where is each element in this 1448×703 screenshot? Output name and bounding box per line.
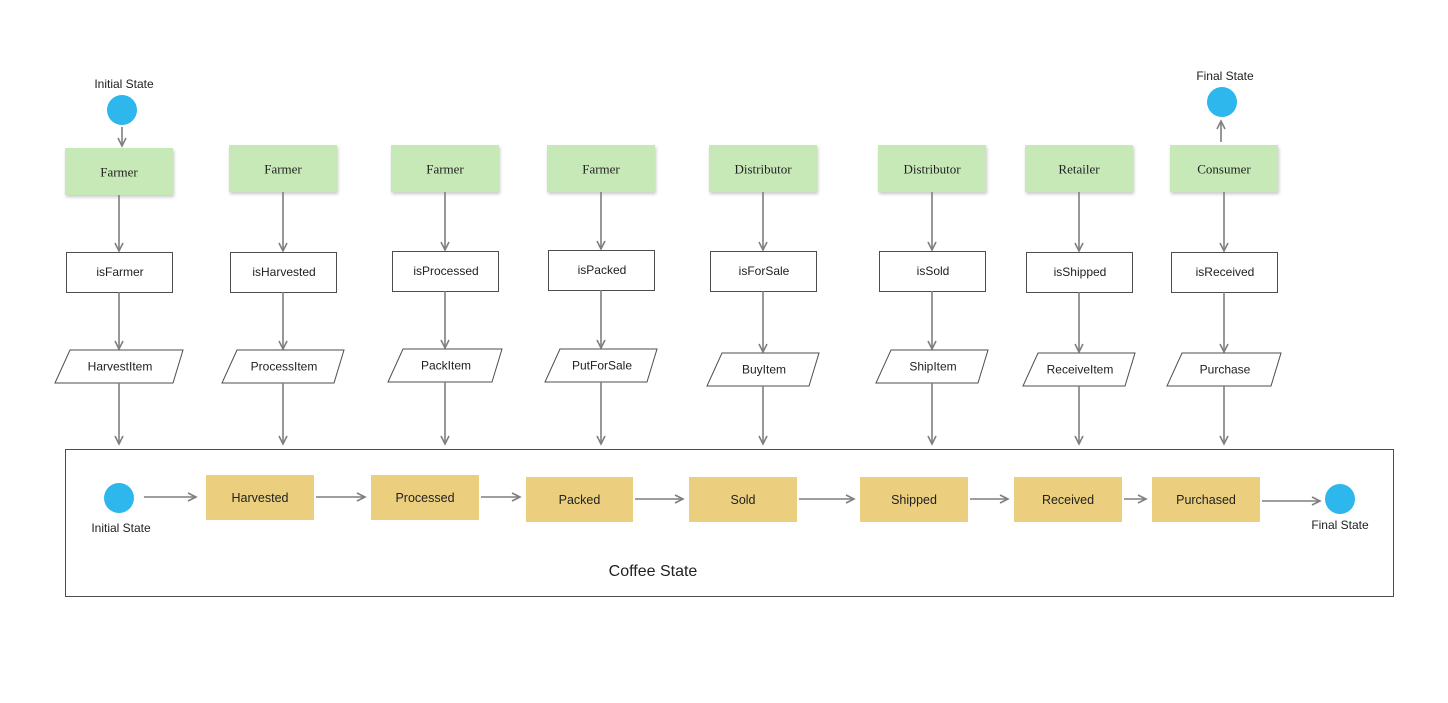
action-putforsale <box>544 348 658 383</box>
action-label: ReceiveItem <box>1047 363 1114 377</box>
check-label: isPacked <box>578 263 627 277</box>
role-label: Distributor <box>903 162 961 177</box>
check-box-isshipped <box>1026 252 1133 293</box>
state-box-packed <box>526 477 633 522</box>
top-final-state-node <box>1207 87 1237 117</box>
role-box-farmer <box>229 145 337 192</box>
action-shipitem <box>875 349 989 384</box>
check-box-isprocessed <box>392 251 499 292</box>
top-initial-state-node <box>107 95 137 125</box>
state-box-harvested <box>206 475 314 520</box>
check-box-ispacked <box>548 250 655 291</box>
state-label: Received <box>1042 493 1094 507</box>
check-label: isReceived <box>1196 265 1255 279</box>
check-label: isHarvested <box>252 265 315 279</box>
check-box-issold <box>879 251 986 292</box>
role-box-retailer <box>1025 145 1133 192</box>
check-label: isFarmer <box>96 265 143 279</box>
check-label: isForSale <box>739 264 790 278</box>
action-label: PackItem <box>421 359 471 373</box>
role-box-farmer <box>391 145 499 192</box>
action-label: BuyItem <box>742 363 786 377</box>
action-label: ShipItem <box>909 360 956 374</box>
state-box-sold <box>689 477 797 522</box>
coffee-final-state-node <box>1325 484 1355 514</box>
state-label: Harvested <box>232 491 289 505</box>
action-label: HarvestItem <box>88 360 153 374</box>
state-label: Packed <box>559 493 601 507</box>
role-label: Farmer <box>426 162 464 177</box>
role-label: Consumer <box>1197 162 1251 177</box>
role-label: Farmer <box>264 162 302 177</box>
role-label: Retailer <box>1058 162 1100 177</box>
state-box-purchased <box>1152 477 1260 522</box>
action-label: ProcessItem <box>251 360 318 374</box>
role-box-farmer <box>65 148 173 195</box>
state-box-shipped <box>860 477 968 522</box>
state-label: Processed <box>395 491 454 505</box>
coffee-final-state-label: Final State <box>1311 518 1369 532</box>
state-label: Shipped <box>891 493 937 507</box>
top-final-state-label: Final State <box>1196 69 1254 83</box>
check-box-isforsale <box>710 251 817 292</box>
action-purchase <box>1166 352 1282 387</box>
role-label: Farmer <box>582 162 620 177</box>
role-box-distributor <box>709 145 817 192</box>
action-harvestitem <box>54 349 184 384</box>
check-box-isharvested <box>230 252 337 293</box>
role-box-consumer <box>1170 145 1278 192</box>
check-label: isSold <box>917 264 950 278</box>
action-label: Purchase <box>1200 363 1251 377</box>
role-box-distributor <box>878 145 986 192</box>
state-label: Purchased <box>1176 493 1236 507</box>
role-box-farmer <box>547 145 655 192</box>
check-label: isProcessed <box>413 264 478 278</box>
state-label: Sold <box>730 493 755 507</box>
action-label: PutForSale <box>572 359 632 373</box>
top-initial-state-label: Initial State <box>94 77 154 91</box>
check-box-isreceived <box>1171 252 1278 293</box>
coffee-initial-state-node <box>104 483 134 513</box>
coffee-initial-state-label: Initial State <box>91 521 151 535</box>
action-receiveitem <box>1022 352 1136 387</box>
role-label: Farmer <box>100 165 138 180</box>
check-label: isShipped <box>1054 265 1107 279</box>
coffee-state-title: Coffee State <box>609 563 698 580</box>
action-packitem <box>387 348 503 383</box>
coffee-state-container <box>65 449 1394 597</box>
state-box-received <box>1014 477 1122 522</box>
coffee-states-row: Harvested Processed Packed Sold Shipped Recei… <box>144 475 1322 522</box>
role-label: Distributor <box>734 162 792 177</box>
state-box-processed <box>371 475 479 520</box>
action-processitem <box>221 349 345 384</box>
action-buyitem <box>706 352 820 387</box>
